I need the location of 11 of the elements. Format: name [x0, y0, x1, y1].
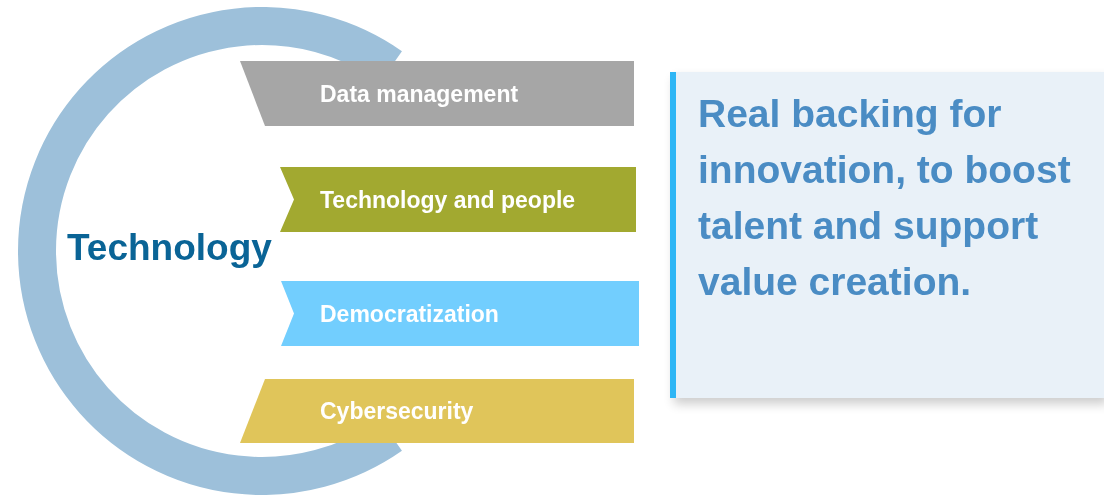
banner-label: Democratization — [320, 302, 499, 325]
banner-label: Cybersecurity — [320, 399, 474, 423]
banner-label: Data management — [320, 82, 519, 105]
callout-text: Real backing for innovation, to boost talent and support value creation. — [698, 91, 1072, 305]
banner-label: Technology and people — [320, 188, 576, 211]
center-title: Technology — [67, 229, 272, 266]
ribbon-banner — [240, 379, 634, 443]
ribbon-banner — [240, 61, 634, 126]
ribbon-banner — [280, 167, 636, 232]
ribbon-banner — [281, 281, 639, 346]
callout-panel — [670, 72, 1104, 398]
